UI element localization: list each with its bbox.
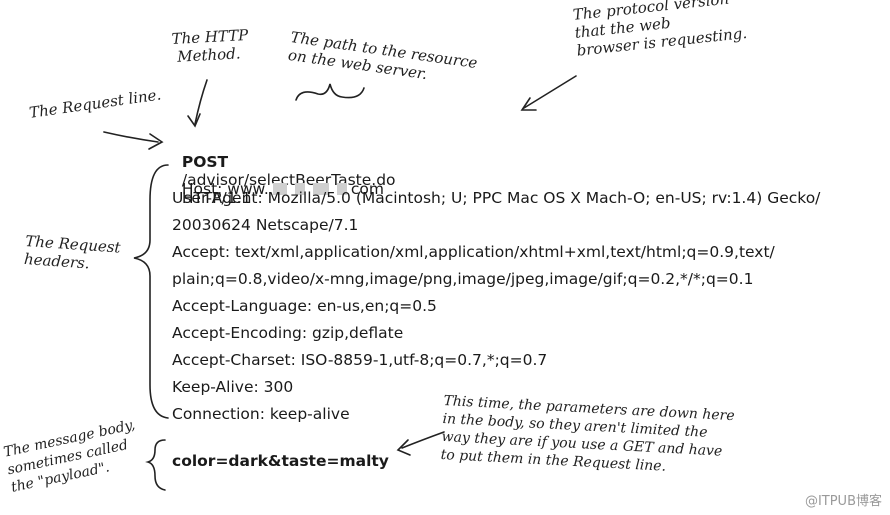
request-method: POST [181, 153, 229, 171]
redaction-block [272, 183, 287, 195]
arrow-request-line [103, 131, 159, 143]
arrow-protocol [523, 75, 577, 109]
host-suffix: com [350, 180, 384, 198]
header-line: Keep-Alive: 300 [172, 378, 294, 396]
header-line: Accept-Encoding: gzip,deflate [172, 324, 404, 342]
header-line: Accept-Language: en-us,en;q=0.5 [172, 297, 437, 315]
redaction-block [312, 183, 329, 195]
header-line: User-Agent: Mozilla/5.0 (Macintosh; U; P… [172, 189, 821, 207]
header-line: Accept-Charset: ISO-8859-1,utf-8;q=0.7,*… [172, 351, 548, 369]
header-line: plain;q=0.8,video/x-mng,image/png,image/… [172, 270, 754, 288]
redaction-block [336, 183, 347, 195]
header-line: 20030624 Netscape/7.1 [172, 216, 359, 234]
header-line: Connection: keep-alive [172, 405, 350, 423]
brace-headers [133, 164, 169, 419]
brace-body [145, 439, 166, 491]
arrow-method [194, 79, 208, 125]
header-line: Accept: text/xml,application/xml,applica… [172, 243, 775, 261]
header-host: Host: www. com [172, 162, 384, 198]
watermark: @ITPUB博客 [804, 494, 882, 509]
host-prefix: Host: www. [181, 180, 269, 198]
request-body: color=dark&taste=malty [172, 452, 389, 470]
brace-path [295, 83, 365, 101]
redaction-block [294, 183, 305, 195]
request-version: HTTP/1.1 [181, 189, 252, 207]
arrow-parameters [401, 431, 445, 449]
